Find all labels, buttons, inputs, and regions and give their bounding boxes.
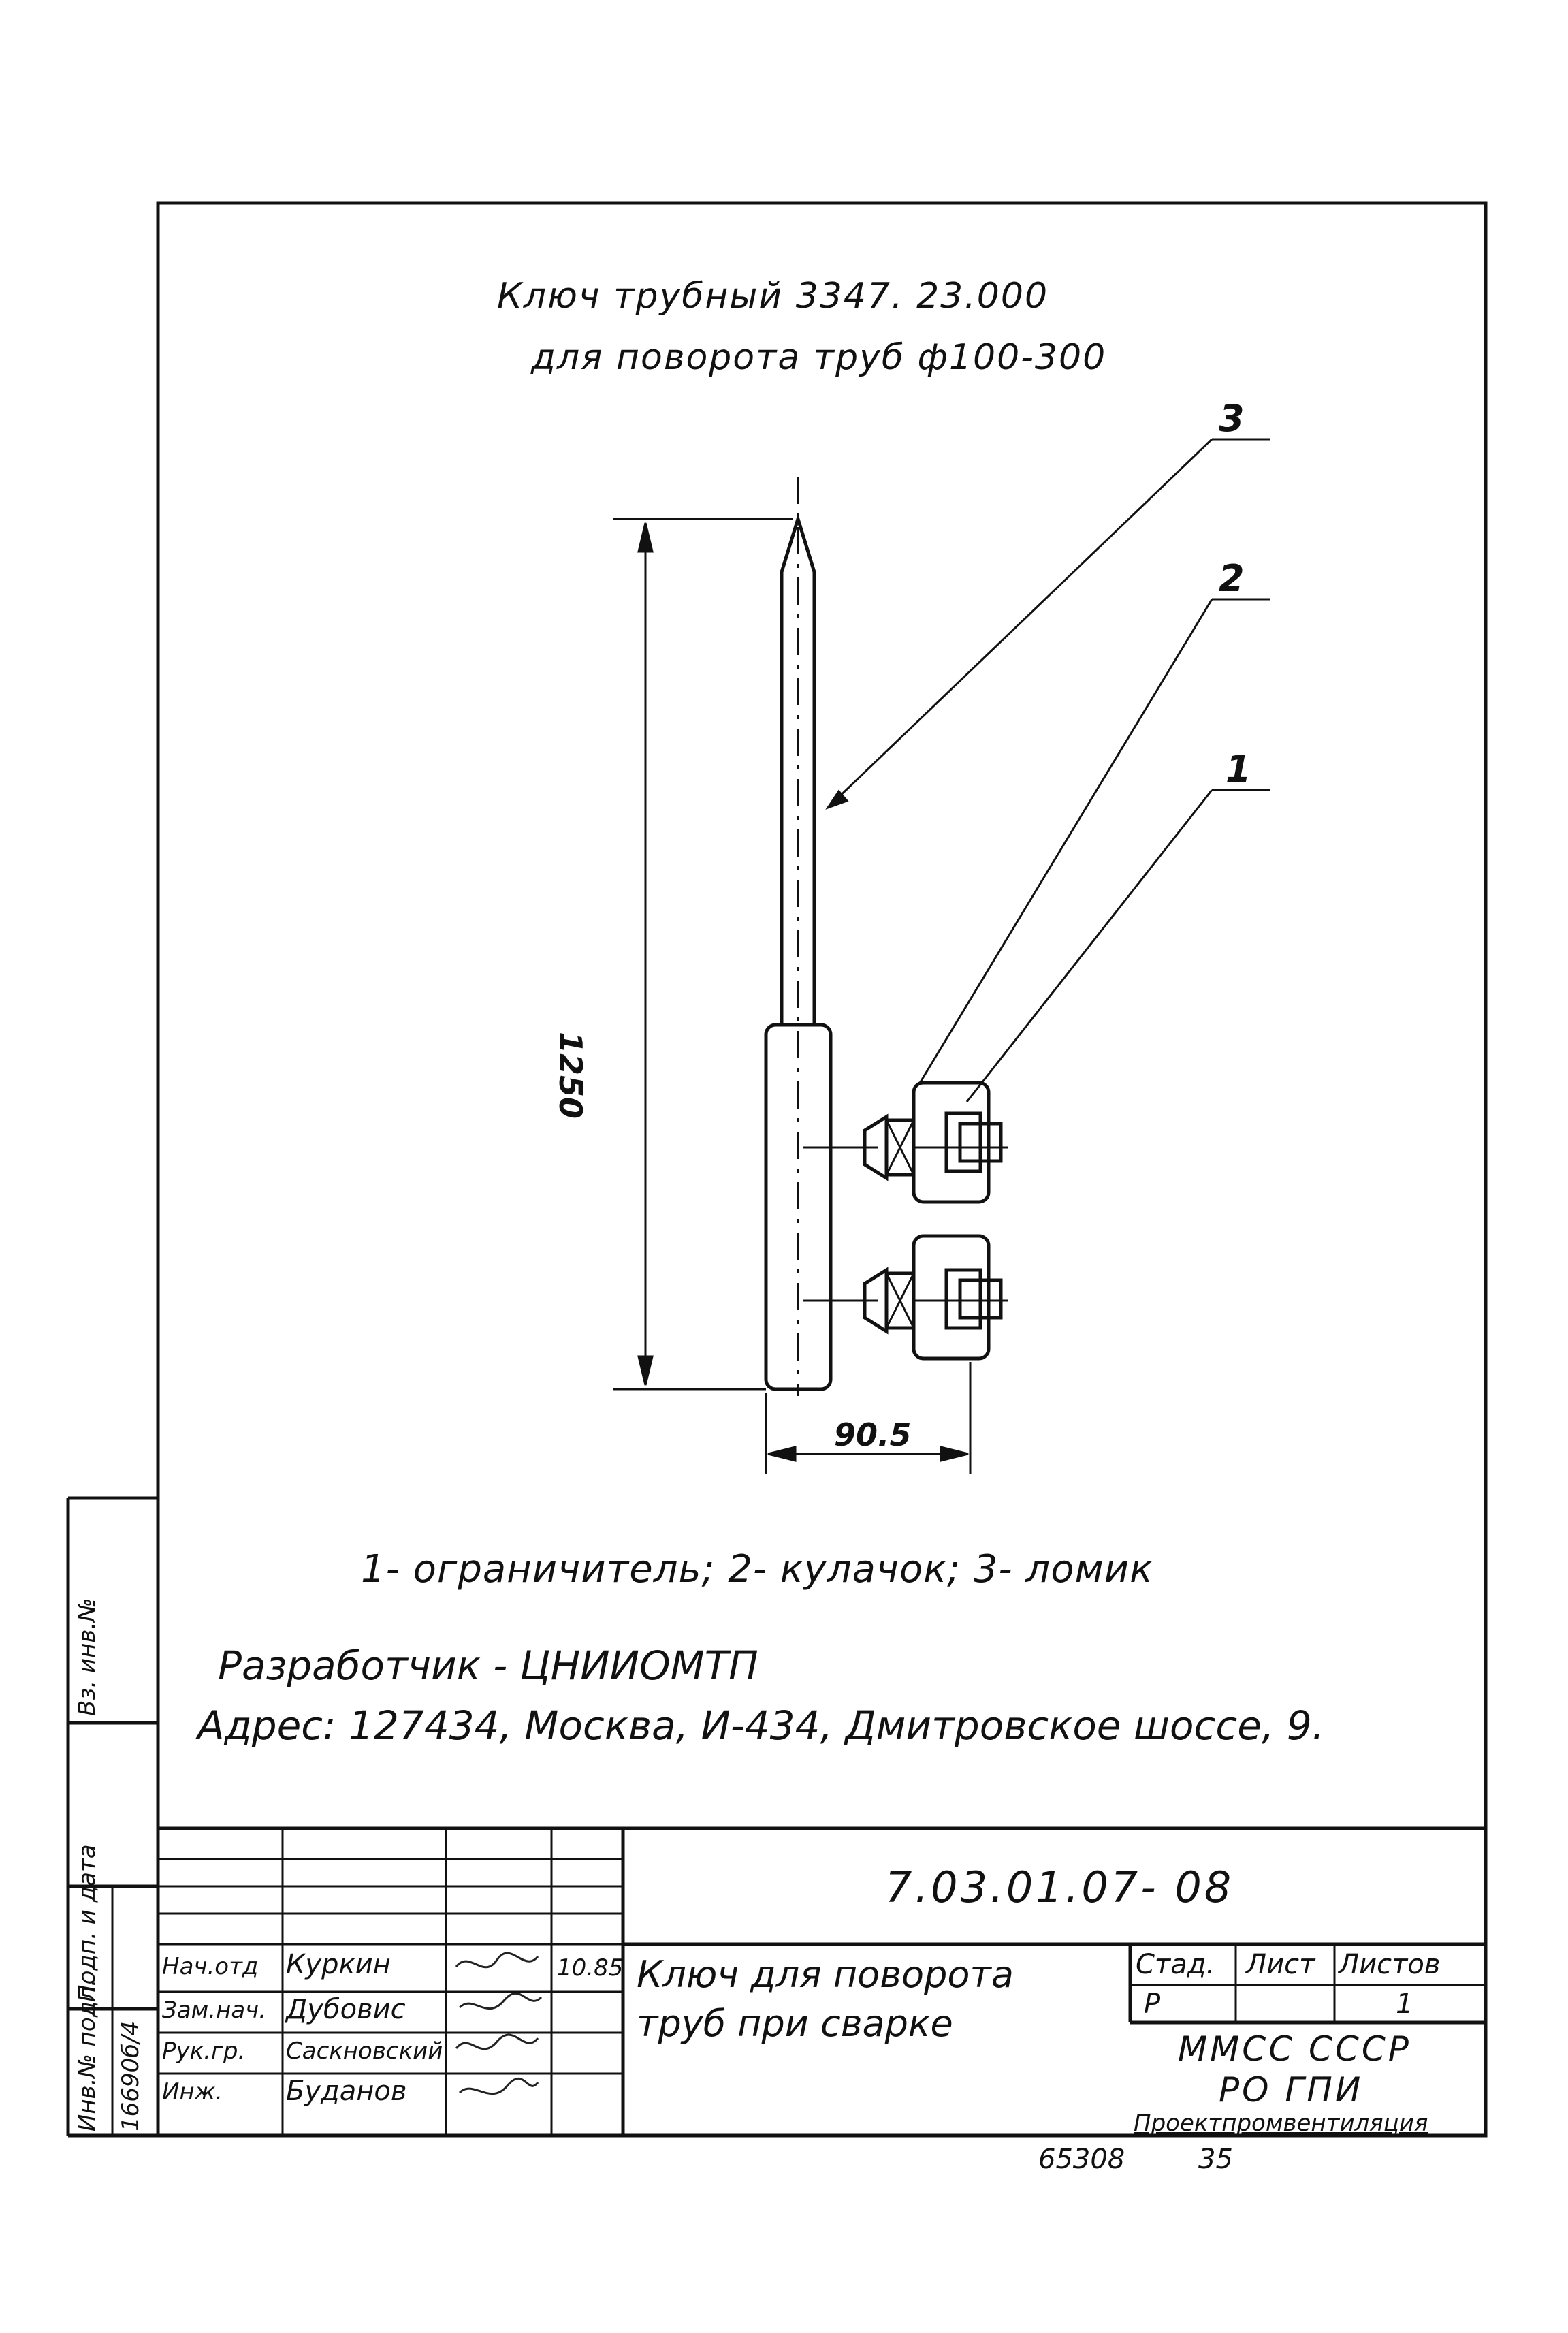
crowbar-drawing (613, 438, 1270, 1474)
developer-line: Разработчик - ЦНИИОМТП (218, 1642, 758, 1689)
callout-1: 1 (1226, 748, 1251, 791)
sleeve-shape (764, 1023, 833, 1391)
drawing-title-line1: Ключ трубный 3347. 23.000 (497, 276, 1049, 317)
dimension-height-label: 1250 (552, 1032, 589, 1120)
signer-name: Саскновский (286, 2037, 443, 2065)
cam-upper (803, 1081, 1008, 1204)
signer-role: Рук.гр. (162, 2037, 246, 2065)
organization-line2: РО ГПИ (1219, 2070, 1364, 2110)
sheet-frame (156, 201, 1488, 2138)
signer-role: Зам.нач. (162, 1997, 267, 2024)
signer-name: Куркин (286, 1949, 391, 1980)
sheets-value: 1 (1396, 1988, 1413, 2020)
footer-page: 35 (1198, 2144, 1233, 2175)
sheets-header: Листов (1339, 1949, 1441, 1980)
dimension-width-lines (765, 1362, 972, 1474)
side-label-inv-value: 16690б/4 (117, 2020, 144, 2131)
footer-number: 65308 (1038, 2144, 1125, 2175)
developer-address: Адрес: 127434, Москва, И-434, Дмитровско… (197, 1702, 1325, 1749)
callout-2: 2 (1219, 557, 1245, 600)
document-name-line2: труб при сварке (637, 2002, 953, 2045)
side-label-replace-inv: Вз. инв.№ (74, 1598, 101, 1716)
side-label-sign-date: Подп. и дата (74, 1844, 101, 2002)
document-code: 7.03.01.07- 08 (885, 1862, 1234, 1912)
approval-date: 10.85 (557, 1954, 624, 1982)
organization-line3: Проектпромвентиляция (1134, 2110, 1428, 2137)
dimension-height-lines (613, 518, 793, 1391)
drawing-title-line2: для поворота труб ф100-300 (531, 337, 1107, 378)
organization-line1: ММСС СССР (1178, 2029, 1411, 2069)
signer-role: Нач.отд (162, 1953, 259, 1980)
leader-lines (825, 438, 1270, 1102)
signature-marks (455, 1952, 543, 2095)
callout-3: 3 (1219, 397, 1245, 440)
signer-role: Инж. (162, 2078, 223, 2106)
signer-name: Буданов (286, 2076, 407, 2107)
parts-legend: 1- ограничитель; 2- кулачок; 3- ломик (361, 1547, 1153, 1591)
stage-header: Стад. (1136, 1949, 1215, 1980)
document-name-line1: Ключ для поворота (637, 1953, 1014, 1996)
signer-name: Дубовис (286, 1994, 406, 2025)
dimension-width-label: 90.5 (834, 1416, 912, 1453)
stage-value: Р (1144, 1988, 1161, 2020)
cam-lower (803, 1234, 1008, 1361)
sheet-header: Лист (1246, 1949, 1315, 1980)
